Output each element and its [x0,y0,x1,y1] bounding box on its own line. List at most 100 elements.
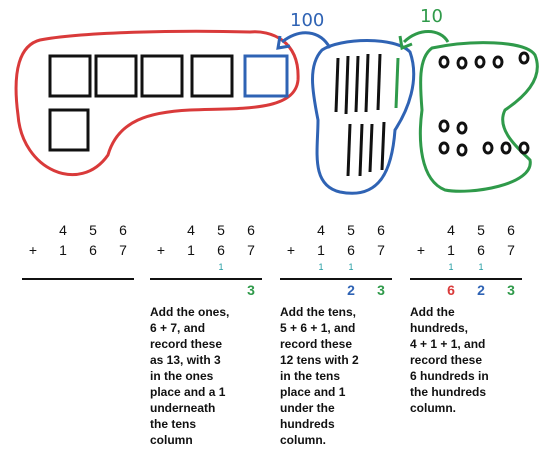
carry-digit: 1 [318,262,324,272]
bottom-digit: 6 [477,242,485,258]
description-line: column. [280,433,327,447]
carry-row: 1 [150,260,262,274]
description-line: place and 1 [280,385,346,399]
top-digit: 5 [89,222,97,238]
description-line: hundreds, [410,321,469,335]
top-digit: 4 [59,222,67,238]
bottom-digit: 6 [89,242,97,258]
result-digit: 3 [377,282,385,298]
bottom-digit: + [156,242,166,258]
top-digit [280,220,302,240]
ten-label: 10 [420,6,443,27]
bottom-digit: 7 [247,242,255,258]
carry-digit: 1 [218,262,224,272]
result-digit: 2 [347,282,355,298]
bottom-digit: 1 [187,242,195,258]
description-line: underneath [150,401,216,415]
red-ring [14,29,300,176]
result-digit [82,280,104,300]
top-digit: 5 [477,222,485,238]
top-digit [410,220,432,240]
carry-digit [82,260,104,274]
carry-digit [280,260,302,274]
carry-digit [410,260,432,274]
bottom-digit: 1 [59,242,67,258]
carry-digit [500,260,522,274]
sum-rule [22,278,134,280]
carry-row [22,260,134,274]
hundred-square-4 [190,54,234,98]
carry-digit [240,260,262,274]
sum-rule [410,278,522,280]
carry-digit: 1 [448,262,454,272]
result-digit: 6 [447,282,455,298]
bottom-digit: 6 [217,242,225,258]
top-digit: 5 [347,222,355,238]
description-line: column [150,433,193,447]
carry-digit [112,260,134,274]
bottom-digit: + [28,242,38,258]
description-line: column. [410,401,457,415]
carry-digit [22,260,44,274]
hundred-square-blue [243,54,289,98]
bottom-row: +1 6 7 [150,240,262,260]
description-line: Add the [410,305,455,319]
ten-sticks [334,53,386,177]
bottom-digit: + [416,242,426,258]
top-digit: 4 [187,222,195,238]
carry-digit: 1 [348,262,354,272]
hundred-square-5 [48,108,90,152]
result-row: 3 [150,280,262,300]
description-line: hundreds [280,417,335,431]
bottom-digit: 7 [119,242,127,258]
carry-digit [370,260,392,274]
result-digit [150,280,172,300]
carry-digit [150,260,172,274]
result-digit [210,280,232,300]
result-digit [180,280,202,300]
green-ring [418,41,539,193]
top-digit [22,220,44,240]
description-line: record these [150,337,223,351]
description-line: Add the ones, [150,305,230,319]
place-value-drawing: 100 10 [14,6,539,195]
bottom-digit: 7 [377,242,385,258]
carry-digit [52,260,74,274]
sum-rule [150,278,262,280]
green-ten-stick [394,57,400,109]
result-digit [310,280,332,300]
description-line: record these [280,337,353,351]
top-digit: 6 [247,222,255,238]
result-digit: 2 [477,282,485,298]
hundred-square-2 [94,54,138,98]
hundred-label: 100 [290,10,324,31]
top-row: 4 5 6 [22,220,134,240]
one-circles [438,51,530,157]
description-line: Add the tens, [280,305,357,319]
result-row [22,280,134,300]
top-digit [150,220,172,240]
carry-digit: 1 [478,262,484,272]
description-line: record these [410,353,483,367]
result-digit [410,280,432,300]
description-line: the tens [150,417,197,431]
blue-arrow [281,31,332,49]
description-line: the hundreds [410,385,487,399]
bottom-digit: + [286,242,296,258]
description-line: under the [280,401,335,415]
result-digit [112,280,134,300]
top-digit: 6 [119,222,127,238]
top-digit: 6 [377,222,385,238]
